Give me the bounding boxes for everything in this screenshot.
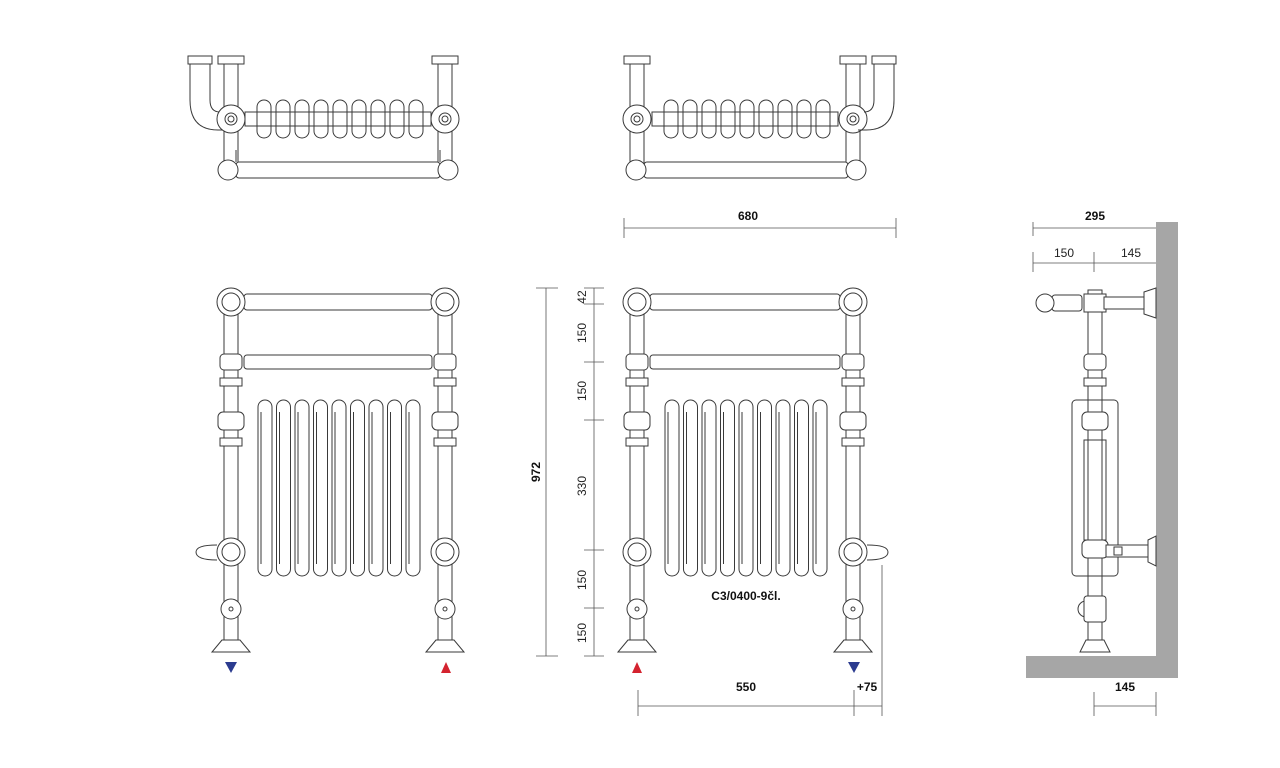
radiator-column-top — [796, 99, 812, 139]
wall — [1156, 222, 1178, 678]
dim-seg-3: 330 — [575, 476, 589, 496]
dim-depth-back: 145 — [1121, 246, 1141, 260]
radiator-column — [331, 399, 347, 577]
top-view-left — [187, 55, 460, 181]
radiator-column — [257, 399, 273, 577]
dim-seg-4: 150 — [575, 570, 589, 590]
radiator-column — [294, 399, 310, 577]
outlet-marker-right — [848, 662, 860, 673]
radiator-column-top — [294, 99, 310, 139]
radiator-column — [701, 399, 717, 577]
dim-seg-top: 42 — [575, 290, 589, 304]
model-label: C3/0400-9čl. — [711, 589, 780, 603]
dim-depth-total: 295 — [1085, 209, 1105, 223]
radiator-column — [350, 399, 365, 577]
radiator-column — [276, 399, 291, 577]
radiator-column-top — [682, 99, 698, 139]
dim-seg-5: 150 — [575, 623, 589, 643]
radiator-column — [387, 399, 402, 577]
radiator-column-top — [351, 99, 367, 139]
radiator-column-top — [758, 99, 774, 139]
radiator-column-top — [370, 99, 386, 139]
radiator-column-top — [720, 99, 736, 139]
radiator-column-top — [408, 99, 424, 139]
inlet-marker — [441, 662, 451, 673]
radiator-column — [405, 399, 421, 577]
dim-seg-2: 150 — [575, 381, 589, 401]
radiator-column — [738, 399, 754, 577]
radiator-column — [775, 399, 791, 577]
radiator-column-top — [313, 99, 329, 139]
radiator-column — [757, 399, 772, 577]
dim-seg-1: 150 — [575, 323, 589, 343]
radiator-column-top — [275, 99, 291, 139]
front-view-right: C3/0400-9čl. — [616, 287, 889, 673]
radiator-column-top — [256, 99, 272, 139]
dimensions: 680 972 42 150 150 330 150 150 550 +75 2… — [529, 209, 1157, 716]
radiator-column — [313, 399, 328, 577]
outlet-marker — [225, 662, 237, 673]
inlet-marker-right — [632, 662, 642, 673]
radiator-column-top — [663, 99, 679, 139]
radiator-column-top — [389, 99, 405, 139]
front-view-left — [195, 287, 466, 673]
radiator-column — [794, 399, 809, 577]
radiator-column-top — [777, 99, 793, 139]
radiator-column-top — [739, 99, 755, 139]
dim-pipe-spacing: 550 — [736, 680, 756, 694]
radiator-column — [368, 399, 384, 577]
dim-floor-offset: 145 — [1115, 680, 1135, 694]
radiator-column-top — [701, 99, 717, 139]
top-view-right — [622, 55, 897, 181]
radiator-column — [812, 399, 828, 577]
radiator-column — [683, 399, 698, 577]
dim-depth-front: 150 — [1054, 246, 1074, 260]
side-view — [1026, 222, 1178, 678]
radiator-column-top — [332, 99, 348, 139]
radiator-column — [664, 399, 680, 577]
radiator-column — [720, 399, 735, 577]
dim-total-height: 972 — [529, 462, 543, 482]
dim-pipe-offset: +75 — [857, 680, 878, 694]
dim-total-width: 680 — [738, 209, 758, 223]
floor — [1026, 656, 1178, 678]
radiator-column-top — [815, 99, 831, 139]
